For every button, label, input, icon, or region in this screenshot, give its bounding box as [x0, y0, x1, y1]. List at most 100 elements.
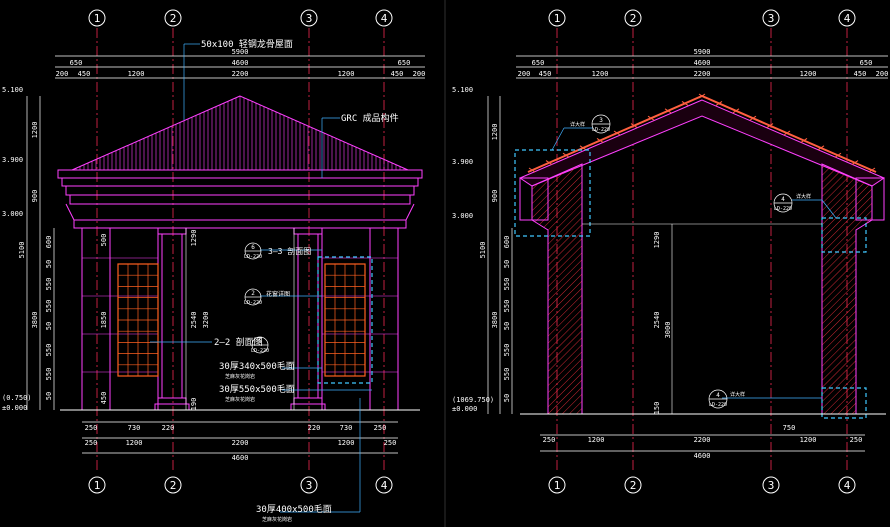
detail-num: 2 [251, 290, 255, 297]
axis-bubble-label: 2 [170, 12, 177, 25]
dim-text: 900 [491, 190, 499, 203]
dim-text: 750 [783, 424, 796, 432]
callout-stone-3: 30厚400x500毛面 [256, 503, 332, 515]
dim-text: 5900 [694, 48, 711, 56]
dim-text: 3800 [491, 312, 499, 329]
axis-bubble-label: 4 [381, 479, 388, 492]
dim-text: 50 [503, 394, 511, 402]
axis-bubble-label: 1 [94, 479, 101, 492]
roof-tile [783, 130, 791, 136]
axis-bubble-label: 1 [554, 479, 561, 492]
level-text: ±0.000 [2, 404, 27, 412]
axis-bubble-label: 1 [554, 12, 561, 25]
callout-detail-4b: 详大样 [730, 391, 745, 398]
roof-tile [766, 123, 774, 129]
axis-bubble-label: 3 [768, 479, 775, 492]
dim-text: 1200 [338, 70, 355, 78]
dim-text: 250 [85, 439, 98, 447]
dim-text: 550 [503, 368, 511, 381]
dim-text: 450 [391, 70, 404, 78]
dim-text: 220 [308, 424, 321, 432]
callout-stone-1: 30厚340x500毛面 [219, 360, 295, 372]
dim-text: 450 [539, 70, 552, 78]
dim-text: 1200 [588, 436, 605, 444]
dim-text: 2200 [232, 70, 249, 78]
dim-text: 2200 [694, 436, 711, 444]
dim-text: 550 [45, 344, 53, 357]
dim-text: 3800 [31, 312, 39, 329]
dim-text: 4600 [694, 452, 711, 460]
dim-text: 50 [503, 260, 511, 268]
detail-num: 3 [599, 117, 603, 124]
axis-bubble-label: 4 [381, 12, 388, 25]
dim-text: 3000 [664, 322, 672, 339]
dim-text: 550 [503, 344, 511, 357]
dim-text: 1200 [128, 70, 145, 78]
dim-text: 1200 [338, 439, 355, 447]
dim-text: 5100 [479, 242, 487, 259]
roof-tile [596, 137, 604, 143]
axis-bubble-label: 4 [844, 12, 851, 25]
roof-tile [800, 137, 808, 143]
dim-text: 650 [532, 59, 545, 67]
dim-text: 730 [340, 424, 353, 432]
dim-text: 250 [384, 439, 397, 447]
level-text: 3.000 [452, 212, 473, 220]
axis-bubble-label: 3 [768, 12, 775, 25]
dim-text: 250 [374, 424, 387, 432]
level-text: (0.750) [2, 394, 32, 402]
roof-tile [528, 167, 536, 173]
roof-tile [715, 100, 723, 106]
dim-text: 150 [653, 402, 661, 415]
detail-box-4a [821, 217, 867, 253]
level-text: 3.900 [2, 156, 23, 164]
roof-tile [834, 152, 842, 158]
level-text: ±0.000 [452, 405, 477, 413]
axis-bubble-label: 4 [844, 479, 851, 492]
level-text: 3.900 [452, 158, 473, 166]
roof-tile [817, 145, 825, 151]
roof-tile [698, 93, 706, 99]
dim-text: 4600 [232, 454, 249, 462]
dim-text: 50 [45, 322, 53, 330]
cornice [57, 169, 423, 229]
callout-detail-4a: 详大样 [796, 193, 811, 200]
dim-text: 1850 [100, 312, 108, 329]
dim-text: 2540 [653, 312, 661, 329]
dim-text: 200 [413, 70, 426, 78]
callout-detail-3: 详大样 [570, 121, 585, 128]
dim-text: 3200 [202, 312, 210, 329]
dim-text: 250 [543, 436, 556, 444]
detail-num: 5 [258, 338, 262, 345]
level-text: 5.100 [2, 86, 23, 94]
dim-text: 50 [45, 260, 53, 268]
detail-ref: LD-220 [244, 254, 262, 260]
dim-text: 450 [100, 392, 108, 405]
dim-text: 550 [45, 278, 53, 291]
roof-tile [681, 100, 689, 106]
dim-text: 550 [503, 278, 511, 291]
dim-text: 4600 [694, 59, 711, 67]
callout-section-22: 2—2 剖面图 [214, 336, 263, 348]
dim-text: 2540 [190, 312, 198, 329]
dim-text: 500 [100, 234, 108, 247]
dim-text: 2200 [232, 439, 249, 447]
callout-section-33: 3—3 剖面图 [268, 246, 311, 256]
roof-tile [851, 160, 859, 166]
roof-tile [732, 108, 740, 114]
axis-bubble-label: 2 [170, 479, 177, 492]
dim-text: 50 [503, 322, 511, 330]
dim-text: 550 [503, 300, 511, 313]
axis-bubble-label: 2 [630, 479, 637, 492]
detail-boundary [317, 256, 373, 384]
dim-text: 190 [190, 398, 198, 411]
dim-text: 600 [503, 236, 511, 249]
dim-text: 200 [876, 70, 889, 78]
dim-text: 1200 [592, 70, 609, 78]
callout-roof: 50x100 轻钢龙骨屋面 [201, 38, 293, 50]
dim-text: 1200 [800, 436, 817, 444]
dim-text: 650 [70, 59, 83, 67]
callout-stone-2-sub: 芝麻灰花岗岩 [225, 396, 255, 403]
level-text: 3.000 [2, 210, 23, 218]
lattice-window-right [317, 256, 373, 384]
